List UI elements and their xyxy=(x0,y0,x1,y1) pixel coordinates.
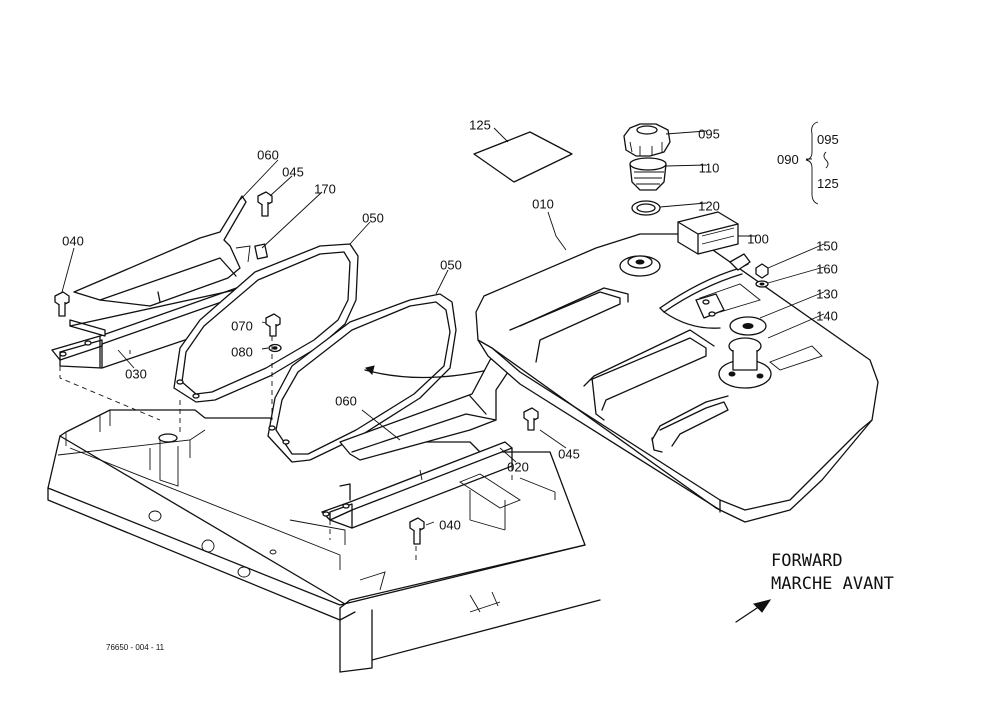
part-170-clip xyxy=(254,243,268,260)
direction-forward: FORWARD xyxy=(771,551,843,571)
callout-045: 045 xyxy=(558,446,580,461)
bolt-070-washer-080 xyxy=(265,313,282,353)
callout-150: 150 xyxy=(816,238,838,253)
callout-125: 125 xyxy=(469,117,491,132)
callout-170: 170 xyxy=(314,181,336,196)
gasket-120 xyxy=(631,200,661,216)
bolt-040-left xyxy=(54,291,70,317)
group-top-label: 095 xyxy=(817,132,839,147)
washer-160 xyxy=(755,280,769,288)
bolt-045-right xyxy=(523,407,539,431)
bolt-045-upper xyxy=(257,191,273,217)
callout-060: 060 xyxy=(335,393,357,408)
callout-140: 140 xyxy=(816,308,838,323)
part-100-block xyxy=(677,211,739,255)
leader-lines xyxy=(61,127,825,526)
callout-060: 060 xyxy=(257,147,279,162)
callout-120: 120 xyxy=(698,198,720,213)
callout-110: 110 xyxy=(699,160,720,175)
label-125 xyxy=(473,131,573,183)
callout-050: 050 xyxy=(362,210,384,225)
callout-160: 160 xyxy=(816,261,838,276)
nut-150 xyxy=(755,263,769,279)
group-bracket-090: 090 095 125 xyxy=(777,121,839,205)
callout-040: 040 xyxy=(439,517,461,532)
right-strap-050 xyxy=(267,293,489,463)
callout-100: 100 xyxy=(747,231,769,246)
callout-080: 080 xyxy=(231,344,253,359)
right-seat-cushion-060 xyxy=(339,351,509,461)
callout-020: 020 xyxy=(507,459,529,474)
callout-070: 070 xyxy=(231,318,253,333)
left-seat-cushion-060 xyxy=(73,195,251,307)
fuel-tank-010 xyxy=(475,233,879,523)
bolt-040-right xyxy=(409,517,425,545)
cap-095 xyxy=(623,123,671,157)
group-bottom-label: 125 xyxy=(817,176,839,191)
callout-010: 010 xyxy=(532,196,554,211)
drawing-number: 76650 - 004 - 11 xyxy=(106,643,165,652)
callout-030: 030 xyxy=(125,366,147,381)
direction-marche-avant: MARCHE AVANT xyxy=(771,574,894,594)
adapter-110 xyxy=(629,157,667,191)
callout-095: 095 xyxy=(698,126,720,141)
group-label: 090 xyxy=(777,152,799,167)
callout-050: 050 xyxy=(440,257,462,272)
direction-arrow-icon xyxy=(735,599,772,623)
callout-045: 045 xyxy=(282,164,304,179)
assembly-dash-lines xyxy=(59,336,513,560)
callout-040: 040 xyxy=(62,233,84,248)
callout-130: 130 xyxy=(816,286,838,301)
direction-indicator: FORWARD MARCHE AVANT xyxy=(735,551,894,623)
machine-frame xyxy=(47,409,601,673)
